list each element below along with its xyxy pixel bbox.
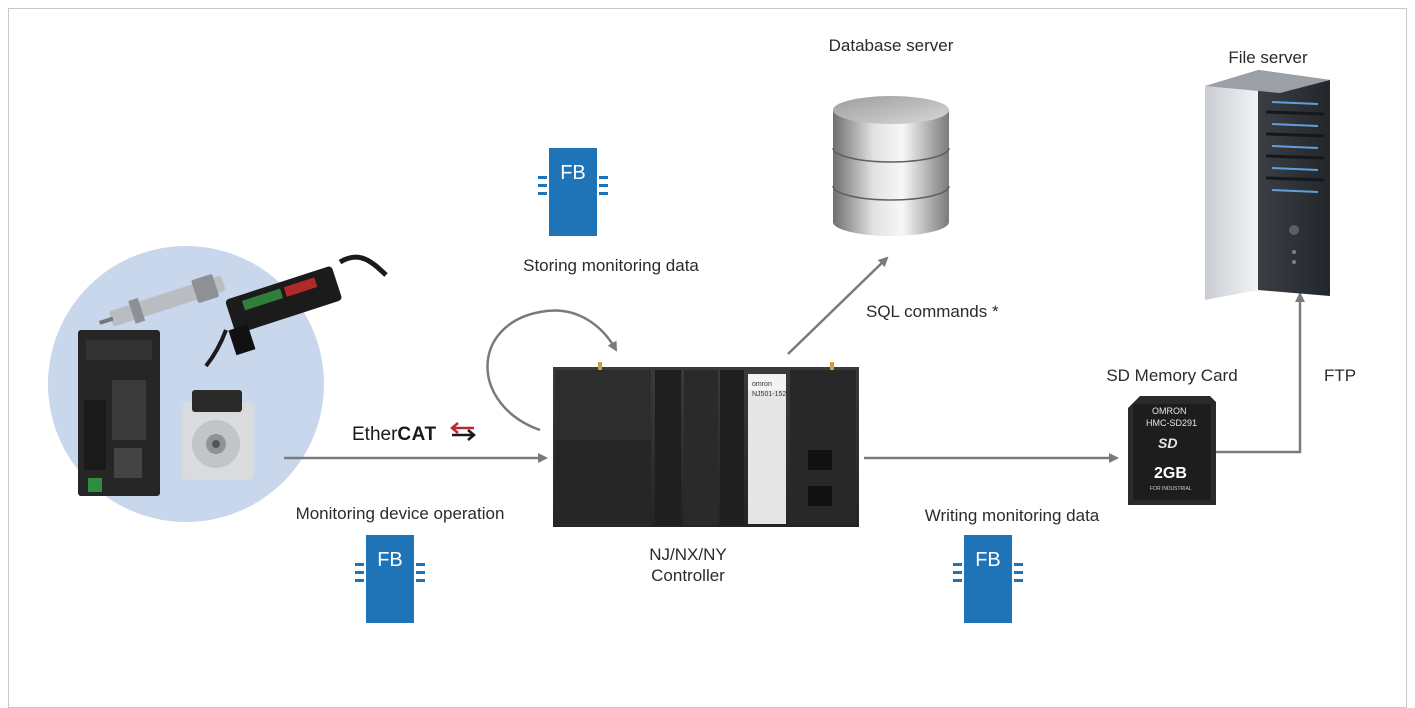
sd-card-brand: OMRON xyxy=(1152,406,1187,416)
sql-commands-label: SQL commands * xyxy=(866,302,999,321)
controller-label-line1: NJ/NX/NY xyxy=(649,545,727,564)
fb-box xyxy=(549,148,597,236)
fb-box xyxy=(366,535,414,623)
controller-icon xyxy=(553,362,859,527)
ethercat-logo-prefix: Ether xyxy=(352,424,398,445)
loop-arrow-icon xyxy=(486,309,618,432)
fb-block-writing: FB xyxy=(953,535,1023,623)
fb-box xyxy=(964,535,1012,623)
fb-block-storing: FB xyxy=(538,148,608,236)
sd-card-model: HMC-SD291 xyxy=(1146,418,1197,428)
fb-label: FB xyxy=(975,549,1001,571)
fb-label: FB xyxy=(377,549,403,571)
sql-arrow xyxy=(787,256,889,355)
storing-monitoring-data-label: Storing monitoring data xyxy=(523,256,699,275)
diagram-graphics: omron NJ501-1520 OMRON HMC-SD291 SD 2GB … xyxy=(48,70,1330,527)
monitoring-device-operation-label: Monitoring device operation xyxy=(295,504,505,523)
database-server-label: Database server xyxy=(828,36,954,55)
ethercat-logo-bold: CAT xyxy=(397,424,437,445)
file-server-icon xyxy=(1205,70,1330,300)
diagram-canvas: omron NJ501-1520 OMRON HMC-SD291 SD 2GB … xyxy=(8,8,1407,708)
writing-monitoring-data-label: Writing monitoring data xyxy=(924,506,1100,525)
controller-brand: omron xyxy=(752,381,772,388)
ethercat-logo: EtherCAT xyxy=(352,424,437,446)
sd-card-logo: SD xyxy=(1158,435,1177,451)
controller-label-line2: Controller xyxy=(651,566,725,585)
devices-cluster-icon xyxy=(48,246,388,522)
sd-card-icon xyxy=(1128,396,1216,505)
sd-card-capacity: 2GB xyxy=(1154,465,1187,482)
fb-label: FB xyxy=(560,162,586,184)
sd-card-note: FOR INDUSTRIAL xyxy=(1150,486,1192,492)
ftp-arrow xyxy=(1216,292,1305,454)
fb-block-monitoring: FB xyxy=(355,535,425,623)
sd-memory-card-label: SD Memory Card xyxy=(1106,366,1238,385)
ftp-label: FTP xyxy=(1324,366,1357,385)
database-server-icon xyxy=(832,96,950,236)
file-server-label: File server xyxy=(1228,48,1308,67)
controller-model: NJ501-1520 xyxy=(752,391,790,398)
